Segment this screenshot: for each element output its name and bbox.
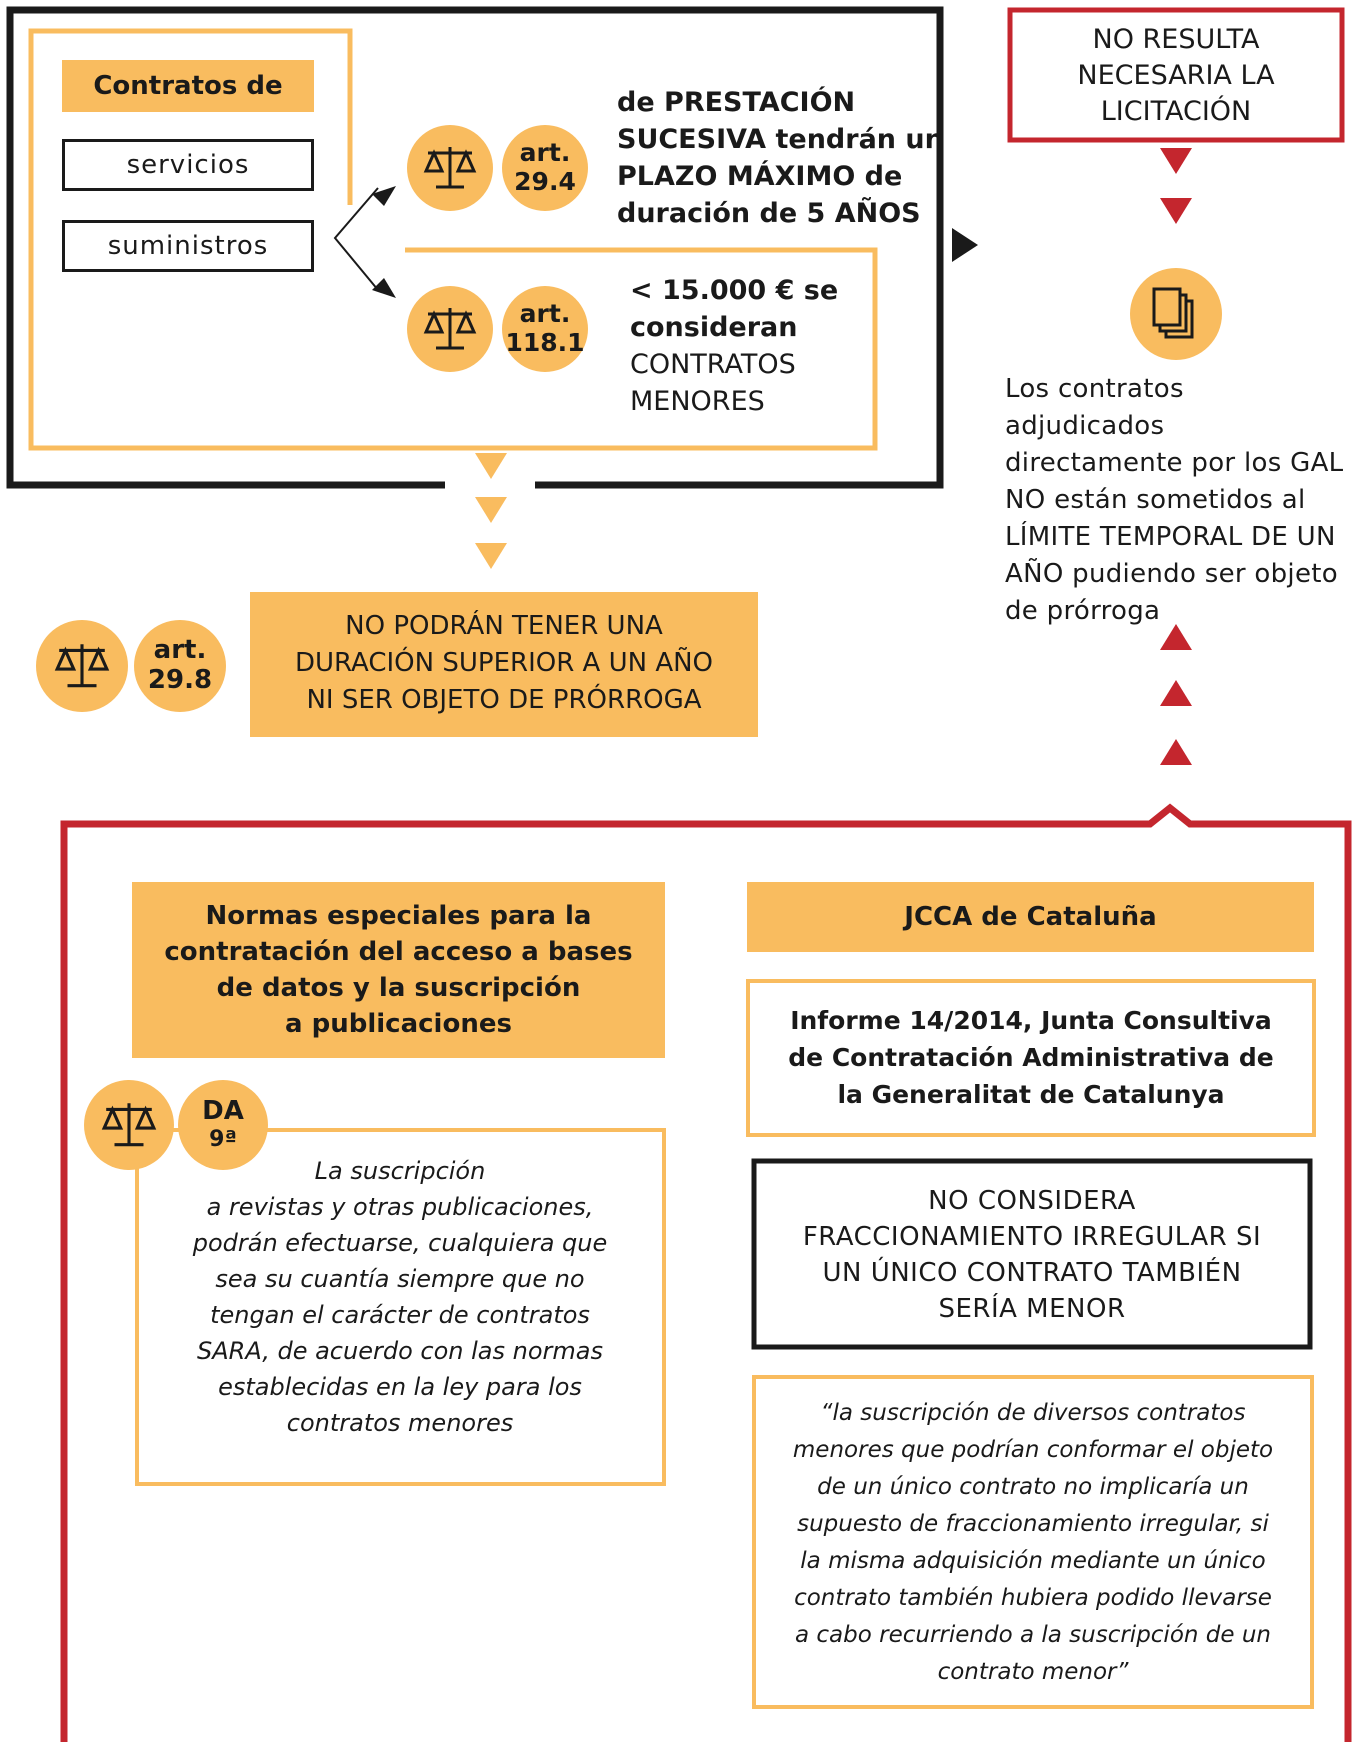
arrow-down-icon	[1160, 148, 1192, 174]
arrow-up-icon	[1160, 624, 1192, 650]
jcca-title-box: JCCA de Cataluña	[747, 882, 1314, 952]
contracts-header: Contratos de	[62, 60, 314, 112]
arrow-up-icon	[1160, 739, 1192, 765]
arrow-right-icon	[952, 228, 978, 262]
normas-title-box: Normas especiales para la contratación d…	[132, 882, 665, 1058]
informe-text: Informe 14/2014, Junta Consultiva de Con…	[788, 1006, 1274, 1109]
da-9-badge: DA 9ª	[178, 1080, 268, 1170]
contract-type-services: servicios	[62, 139, 314, 191]
contract-type-supplies: suministros	[62, 220, 314, 272]
arrow-up-icon	[1160, 680, 1192, 706]
art-118-1-text: < 15.000 € se consideran CONTRATOS MENOR…	[630, 275, 839, 417]
art-29-4-text: de PRESTACIÓN SUCESIVA tendrán un PLAZO …	[617, 87, 944, 229]
no-considera-text: NO CONSIDERA FRACCIONAMIENTO IRREGULAR S…	[802, 1186, 1262, 1324]
duration-box: NO PODRÁN TENER UNA DURACIÓN SUPERIOR A …	[250, 592, 758, 737]
scales-icon	[407, 286, 493, 372]
article-badge-118-1: art. 118.1	[502, 286, 588, 372]
article-badge-29-8: art. 29.8	[134, 620, 226, 712]
arrow-down-icon	[475, 497, 507, 523]
arrow-down-icon	[1160, 198, 1192, 224]
arrow-down-icon	[475, 543, 507, 569]
no-licitacion-box: NO RESULTA NECESARIA LA LICITACIÓN	[1077, 24, 1275, 127]
documents-icon	[1130, 268, 1222, 360]
article-badge-29-4: art. 29.4	[502, 125, 588, 211]
scales-icon	[36, 620, 128, 712]
jcca-quote: “la suscripción de diversos contratos me…	[792, 1400, 1274, 1685]
scales-icon	[407, 125, 493, 211]
gal-note: Los contratos adjudicados directamente p…	[1005, 374, 1344, 626]
scales-icon	[84, 1080, 174, 1170]
arrow-down-icon	[475, 453, 507, 479]
suscripcion-text: La suscripción a revistas y otras public…	[192, 1157, 608, 1437]
